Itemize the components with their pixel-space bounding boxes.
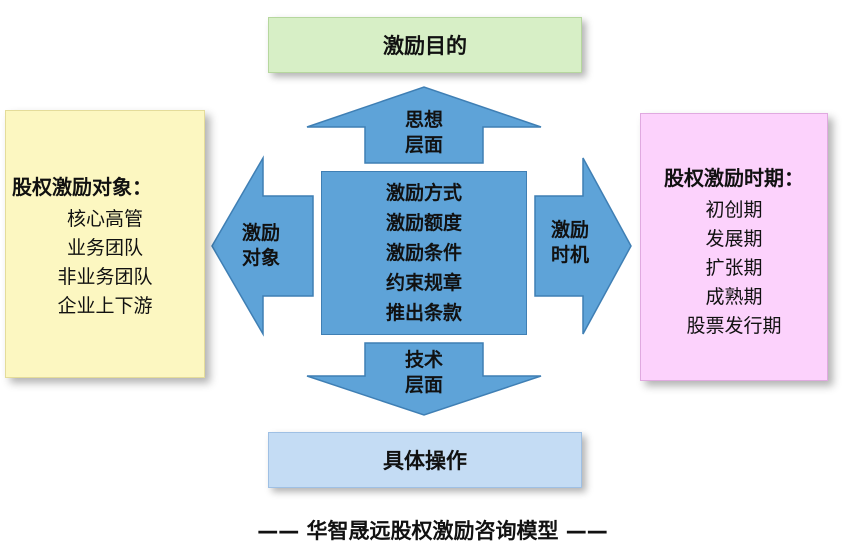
operation-title: 具体操作	[383, 449, 467, 473]
down-arrow-label: 技术 层面	[404, 349, 443, 396]
core-item: 激励条件	[385, 242, 462, 264]
left-arrow-label: 激励 对象	[241, 222, 280, 269]
right-arrow	[534, 157, 632, 335]
goal-box: 激励目的	[268, 17, 582, 73]
core-item: 激励方式	[385, 182, 462, 204]
period-item: 初创期	[705, 199, 763, 221]
period-item: 发展期	[705, 228, 763, 250]
target-item: 非业务团队	[57, 266, 153, 288]
period-item: 扩张期	[705, 257, 763, 279]
incentive-target-panel: 股权激励对象： 核心高管 业务团队 非业务团队 企业上下游	[5, 110, 205, 378]
left-arrow	[211, 155, 314, 337]
incentive-period-title: 股权激励时期：	[664, 166, 804, 190]
incentive-core-box: 激励方式 激励额度 激励条件 约束规章 推出条款	[321, 171, 527, 335]
core-item: 激励额度	[385, 212, 462, 234]
core-item: 推出条款	[385, 302, 462, 324]
core-item: 约束规章	[385, 272, 462, 294]
goal-title: 激励目的	[383, 34, 467, 58]
operation-box: 具体操作	[268, 432, 582, 488]
incentive-period-panel: 股权激励时期： 初创期 发展期 扩张期 成熟期 股票发行期	[640, 113, 828, 381]
incentive-target-title: 股权激励对象：	[12, 175, 152, 199]
down-arrow	[306, 342, 542, 416]
target-item: 核心高管	[66, 208, 143, 230]
target-item: 企业上下游	[57, 295, 153, 317]
period-item: 股票发行期	[686, 315, 782, 337]
up-arrow-label: 思想 层面	[404, 109, 443, 156]
diagram-caption: —— 华智晟远股权激励咨询模型 ——	[257, 519, 608, 543]
period-item: 成熟期	[705, 286, 763, 308]
target-item: 业务团队	[66, 237, 143, 259]
right-arrow-label: 激励 时机	[550, 219, 589, 266]
up-arrow	[306, 86, 542, 164]
